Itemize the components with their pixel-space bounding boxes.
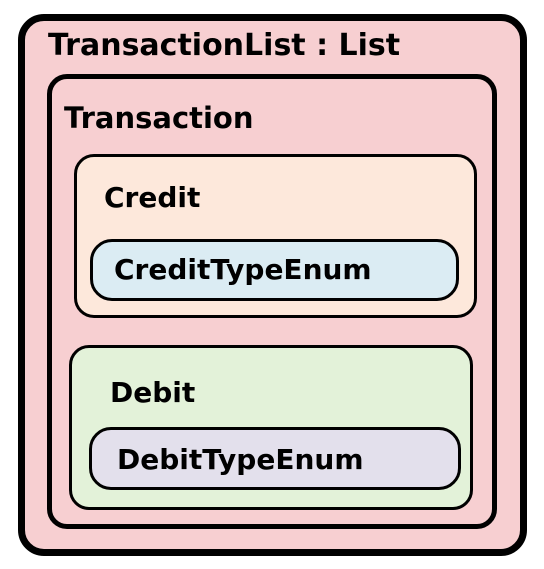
transaction-list-label: TransactionList : List bbox=[48, 28, 401, 63]
debit-label: Debit bbox=[110, 376, 196, 409]
credit-type-enum-box bbox=[90, 239, 459, 301]
credit-type-enum-label: CreditTypeEnum bbox=[114, 253, 372, 286]
transaction-label: Transaction bbox=[64, 101, 254, 135]
debit-type-enum-label: DebitTypeEnum bbox=[117, 443, 364, 476]
debit-type-enum-box bbox=[89, 427, 461, 490]
credit-label: Credit bbox=[104, 181, 201, 214]
